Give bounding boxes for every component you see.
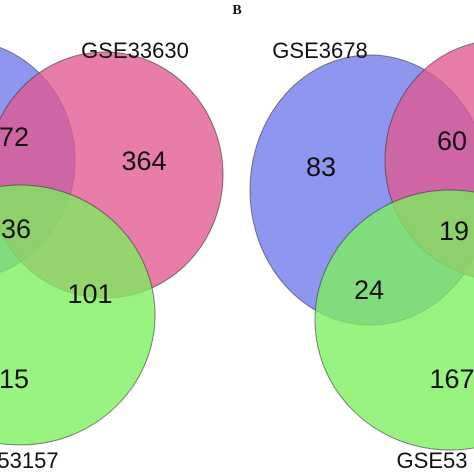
right-venn: GSE3678 GSE53 83 60 19 24 167 [249, 38, 474, 473]
left-count-blue-pink: 72 [0, 122, 29, 152]
right-count-blue-green: 24 [354, 275, 384, 305]
right-count-blue-pink: 60 [437, 126, 467, 156]
left-count-pink-only: 364 [121, 146, 166, 176]
right-count-blue-only: 83 [306, 152, 336, 182]
panel-label: B [232, 3, 241, 18]
right-count-blue-pink-green: 19 [439, 216, 469, 246]
left-label-pink: GSE33630 [81, 38, 189, 63]
right-set-green [314, 189, 474, 451]
left-count-pink-green: 101 [67, 279, 112, 309]
right-label-blue: GSE3678 [272, 38, 367, 63]
right-count-green-only: 167 [429, 364, 474, 394]
left-label-green: 53157 [0, 448, 59, 473]
left-venn: GSE33630 53157 72 364 36 101 15 [0, 38, 224, 473]
left-count-green-only: 15 [0, 364, 29, 394]
left-count-blue-pink-green: 36 [1, 214, 31, 244]
right-label-green: GSE53 [397, 448, 468, 473]
left-set-green [0, 184, 156, 446]
